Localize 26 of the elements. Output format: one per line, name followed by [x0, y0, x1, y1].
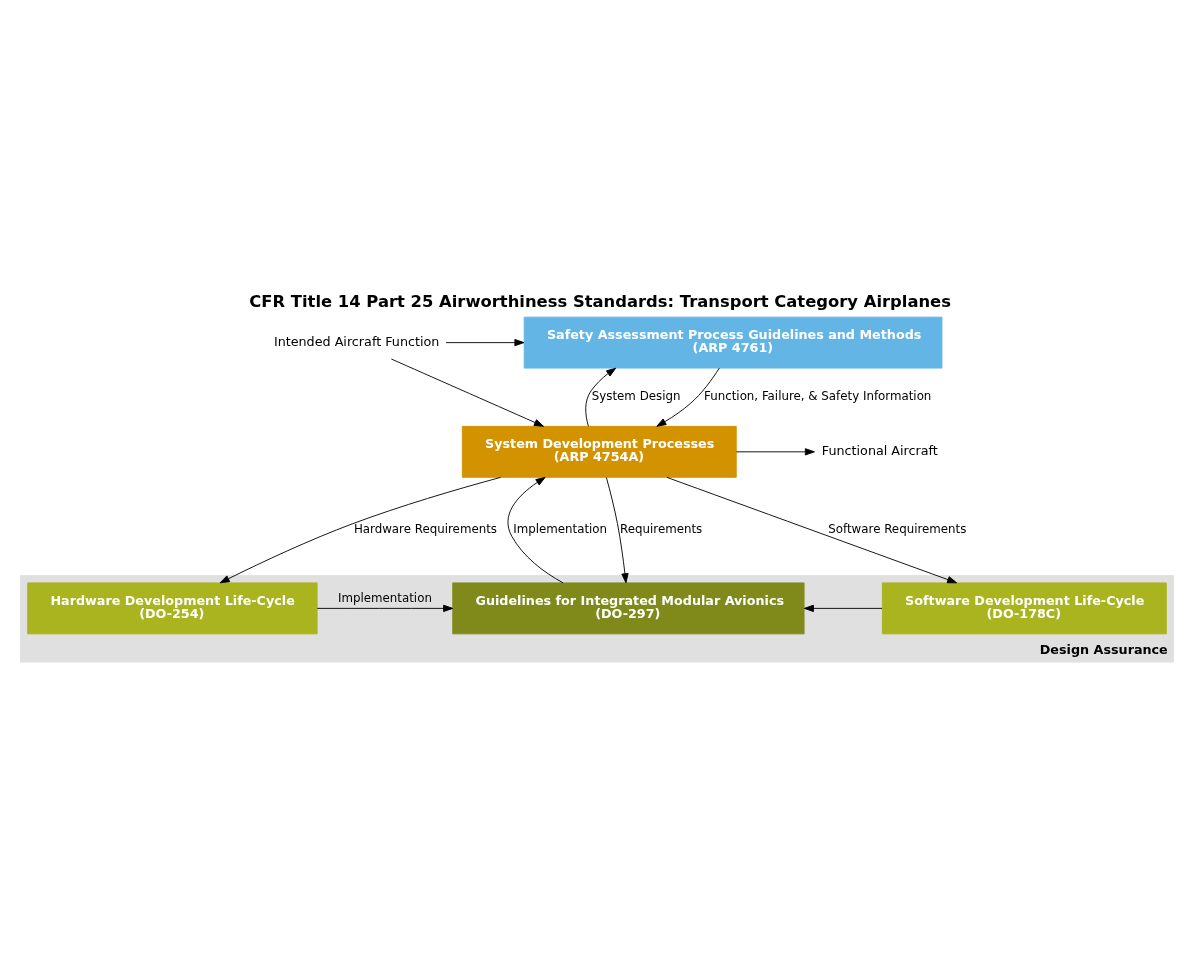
node-text: Functional Aircraft [821, 442, 938, 458]
edge-label: Hardware Requirements [353, 521, 497, 536]
arrow [507, 476, 564, 583]
arrow [445, 338, 525, 346]
arrow [390, 358, 544, 427]
node-box: System Development Processes (ARP 4754A) [461, 425, 737, 478]
edge-label: Implementation [337, 590, 432, 605]
edge-label: Software Requirements [828, 521, 967, 536]
edge-label: Implementation [513, 521, 608, 536]
node-text: Intended Aircraft Function [273, 333, 440, 349]
arrow [219, 476, 502, 583]
edge-label: Requirements [620, 521, 703, 536]
node-box: Software Development Life-Cycle (DO-178C) [881, 581, 1167, 634]
arrow [585, 367, 617, 427]
diagram-title: CFR Title 14 Part 25 Airworthiness Standards: Transport Category Airplanes [249, 291, 951, 311]
node-box: Hardware Development Life-Cycle (DO-254) [27, 581, 318, 634]
arrow [656, 367, 720, 427]
node-box: Guidelines for Integrated Modular Avionics (DO-297) [452, 581, 805, 634]
edge-label: Function, Failure, & Safety Information [704, 388, 932, 403]
edge-label: System Design [591, 388, 681, 403]
arrow [316, 604, 454, 612]
arrow [803, 604, 883, 612]
node-box: Safety Assessment Process Guidelines and Methods (ARP 4761) [523, 316, 943, 369]
arrow [735, 447, 815, 455]
arrow [605, 476, 629, 583]
arrow [666, 476, 958, 583]
